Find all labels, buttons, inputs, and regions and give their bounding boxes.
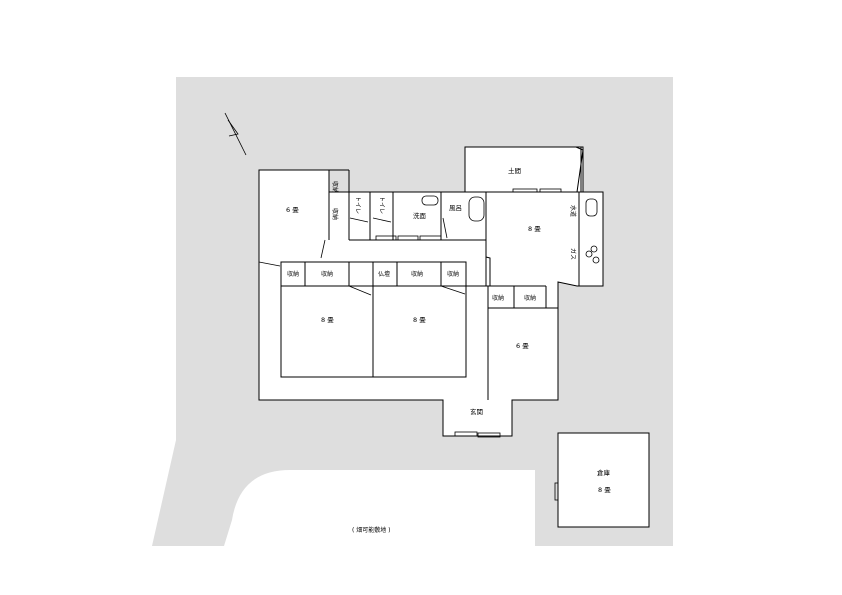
- kitchen-8jo: 8 畳 水道 ガス: [485, 191, 604, 287]
- room-label-6jo-right: 6 畳: [516, 342, 529, 350]
- room-label-butsudan: 仏壇: [378, 270, 390, 278]
- room-label-toilet-2: トイレ: [378, 196, 385, 214]
- room-label-furo: 風呂: [449, 204, 462, 212]
- north-arrow-icon: [224, 112, 247, 156]
- bathtub-icon: [468, 196, 485, 222]
- room-label-gas: ガス: [569, 248, 577, 260]
- room-label-shuno-5: 収納: [411, 270, 423, 278]
- room-label-senmen: 洗面: [413, 211, 427, 220]
- room-label-doma: 土間: [508, 166, 521, 175]
- room-6jo-left: 6 畳 収納 収納: [258, 169, 350, 267]
- room-label-soko: 倉庫: [597, 468, 611, 477]
- room-label-soko-size: 8 畳: [598, 486, 611, 494]
- room-label-shuno-1: 収納: [331, 181, 339, 193]
- room-label-kitchen-8jo: 8 畳: [528, 225, 541, 233]
- sink-icon: [585, 198, 598, 217]
- room-label-shuno-7: 収納: [492, 294, 504, 302]
- room-label-8jo-a: 8 畳: [321, 316, 334, 324]
- room-label-6jo-left: 6 畳: [286, 206, 299, 214]
- room-label-shuno-8: 収納: [524, 294, 536, 302]
- room-label-shuno-3: 収納: [287, 270, 299, 278]
- stove-burner-icon: [585, 245, 600, 264]
- washbasin-icon: [421, 195, 439, 206]
- room-label-shuno-6: 収納: [447, 270, 459, 278]
- room-label-genkan: 玄関: [470, 407, 483, 416]
- room-label-shuno-4: 収納: [321, 270, 333, 278]
- room-label-toilet-1: トイレ: [354, 196, 361, 214]
- room-label-8jo-b: 8 畳: [413, 316, 426, 324]
- doma-room: 土間: [464, 146, 584, 193]
- room-label-suido: 水道: [569, 205, 577, 217]
- storehouse: 倉庫 8 畳: [554, 432, 650, 528]
- genkan-entrance: 玄関: [454, 407, 501, 438]
- room-label-shuno-2: 収納: [331, 208, 339, 220]
- site-note: ( 畑可能敷地 ): [352, 526, 391, 534]
- room-6jo-right: 収納 収納 6 畳: [466, 285, 558, 400]
- room-8jo-pair: 収納 収納 仏壇 収納 収納 8 畳 8 畳: [280, 261, 467, 378]
- wet-area: トイレ トイレ 洗面 風呂: [320, 192, 487, 286]
